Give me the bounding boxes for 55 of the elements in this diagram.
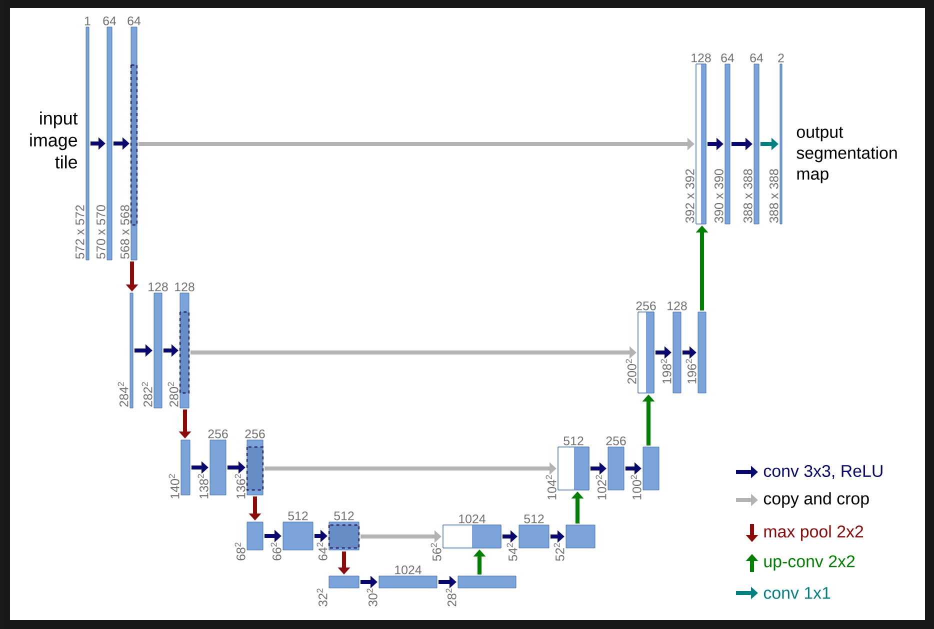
- channel-label: 512: [288, 511, 308, 520]
- size-label: 570 x 570: [96, 205, 106, 259]
- channel-label: 1: [85, 16, 90, 26]
- size-label: 54$^{2}$: [506, 543, 518, 561]
- channel-label: 128: [175, 282, 194, 292]
- channel-label: 512: [334, 511, 354, 520]
- size-label: 198$^{2}$: [660, 359, 672, 384]
- channel-label: 64: [721, 54, 734, 62]
- size-label: 388 x 388: [744, 169, 752, 223]
- text-label: input image tile: [30, 112, 78, 168]
- size-label: 282$^{2}$: [142, 382, 152, 407]
- size-label: 392 x 392: [686, 169, 694, 223]
- channel-label: 64: [128, 16, 141, 26]
- legend-text: max pool 2x2: [764, 525, 864, 541]
- size-label: 568 x 568: [120, 205, 130, 259]
- legend-text: conv 3x3, ReLU: [764, 465, 882, 479]
- size-label: 52$^{2}$: [554, 543, 564, 561]
- channel-label: 128: [668, 301, 687, 310]
- channel-label: 128: [148, 282, 168, 292]
- size-label: 100$^{2}$: [630, 475, 642, 500]
- channel-label: 2: [778, 54, 784, 62]
- channel-label: 256: [208, 429, 228, 438]
- legend-text: up-conv 2x2: [764, 555, 855, 571]
- legend-text: conv 1x1: [764, 587, 830, 599]
- size-label: 140$^{2}$: [168, 474, 180, 498]
- size-label: 280$^{2}$: [168, 382, 178, 407]
- size-label: 200$^{2}$: [626, 359, 636, 384]
- size-label: 572 x 572: [76, 205, 84, 259]
- size-label: 284$^{2}$: [118, 382, 128, 407]
- channel-label: 64: [750, 54, 764, 62]
- size-label: 64$^{2}$: [316, 542, 328, 560]
- channel-label: 1024: [459, 514, 486, 524]
- channel-label: 256: [636, 301, 656, 310]
- size-label: 388 x 388: [770, 169, 778, 223]
- size-label: 68$^{2}$: [234, 542, 246, 560]
- channel-label: 512: [524, 514, 544, 524]
- size-label: 30$^{2}$: [366, 588, 378, 606]
- size-label: 104$^{2}$: [546, 475, 556, 500]
- channel-label: 1024: [395, 565, 422, 574]
- size-label: 136$^{2}$: [234, 474, 246, 498]
- channel-label: 128: [692, 54, 711, 62]
- size-label: 56$^{2}$: [430, 543, 442, 561]
- channel-label: 64: [103, 16, 116, 26]
- text-label: output segmentation map: [796, 126, 897, 184]
- size-label: 390 x 390: [714, 169, 724, 223]
- channel-label: 256: [606, 436, 626, 446]
- size-label: 66$^{2}$: [270, 542, 282, 560]
- size-label: 102$^{2}$: [596, 475, 606, 500]
- size-label: 196$^{2}$: [686, 359, 696, 384]
- channel-label: 512: [564, 436, 584, 446]
- size-label: 32$^{2}$: [316, 588, 328, 606]
- size-label: 28$^{2}$: [446, 588, 456, 606]
- legend-text: copy and crop: [764, 492, 869, 508]
- channel-label: 256: [245, 429, 265, 438]
- size-label: 138$^{2}$: [198, 474, 208, 498]
